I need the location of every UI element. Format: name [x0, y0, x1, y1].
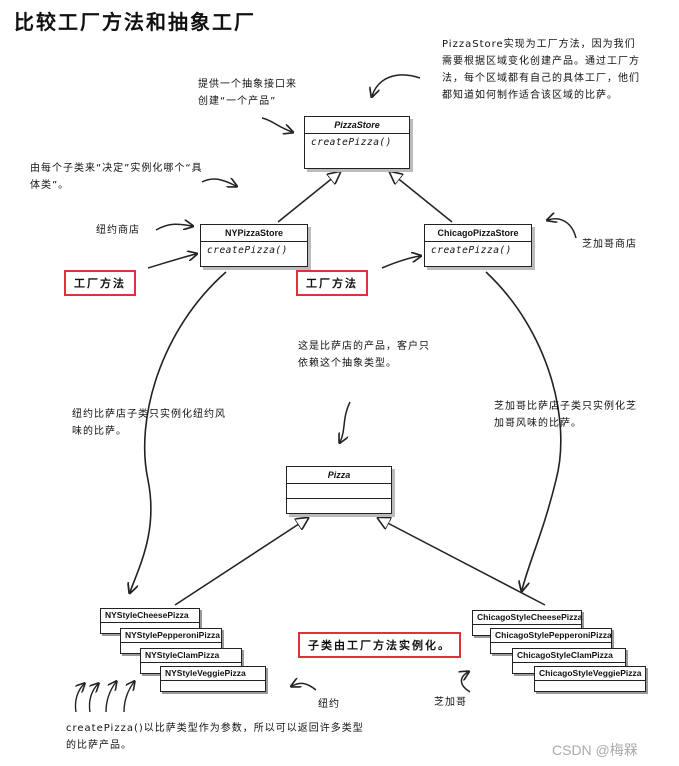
note-ny-label: 纽约	[318, 699, 340, 710]
factory-method-label-left: 工厂方法	[64, 270, 136, 296]
class-name: PizzaStore	[305, 117, 409, 134]
factory-method-label-center: 工厂方法	[296, 270, 368, 296]
pizza-store-class: PizzaStore createPizza()	[304, 116, 410, 169]
arrow-top-left-note	[261, 117, 292, 132]
chicago-pizza-store-class: ChicagoPizzaStore createPizza()	[424, 224, 532, 267]
arrow-bottom-3	[105, 682, 116, 713]
arrow-ny-label	[292, 683, 317, 691]
curve-ny	[130, 271, 227, 592]
note-ny-instantiate: 纽约比萨店子类只实例化纽约风味的比萨。	[72, 409, 226, 437]
ny-pizza-class: NYStyleVeggiePizza	[160, 666, 266, 692]
class-name: NYPizzaStore	[201, 225, 307, 242]
watermark: CSDN @梅槑	[552, 742, 638, 758]
note-chicago-label: 芝加哥	[434, 697, 467, 708]
arrow-bottom-2	[88, 684, 98, 713]
class-name: NYStylePepperoniPizza	[121, 629, 221, 643]
class-method: createPizza()	[311, 137, 392, 148]
inherit-ny-pizzas	[174, 518, 308, 606]
class-name: ChicagoPizzaStore	[425, 225, 531, 242]
class-name: ChicagoStyleCheesePizza	[473, 611, 582, 625]
note-chicago-instantiate: 芝加哥比萨店子类只实例化芝加哥风味的比萨。	[494, 401, 637, 429]
class-name: Pizza	[287, 467, 391, 484]
class-attributes	[287, 484, 391, 498]
page-title: 比较工厂方法和抽象工厂	[14, 10, 256, 34]
note-create-pizza-param: createPizza()以比萨类型作为参数，所以可以返回许多类型的比萨产品。	[66, 723, 364, 751]
arrow-top-right-note	[372, 74, 421, 96]
chicago-pizza-class: ChicagoStyleVeggiePizza	[534, 666, 646, 692]
ny-pizza-store-class: NYPizzaStore createPizza()	[200, 224, 308, 267]
note-chicago-store: 芝加哥商店	[582, 239, 637, 250]
note-ny-store: 纽约商店	[96, 225, 140, 236]
subclass-instantiate-label: 子类由工厂方法实例化。	[298, 632, 461, 658]
class-method: createPizza()	[207, 245, 288, 256]
arrow-chicago-label	[461, 672, 470, 693]
note-abstract-interface: 提供一个抽象接口来创建“一个产品”	[198, 79, 297, 107]
arrow-bottom-1	[74, 684, 84, 713]
arrow-decide	[201, 179, 236, 186]
arrow-ny-store	[155, 224, 192, 231]
class-name: ChicagoStylePepperoniPizza	[491, 629, 612, 643]
inherit-chicago-store	[390, 172, 453, 223]
class-name: NYStyleCheesePizza	[101, 609, 199, 623]
pizza-class: Pizza	[286, 466, 392, 514]
class-methods	[287, 498, 391, 513]
arrow-product	[340, 401, 351, 442]
class-name: ChicagoStyleClamPizza	[513, 649, 625, 663]
arrow-bottom-4	[123, 682, 134, 713]
curve-chicago	[485, 271, 562, 590]
note-product: 这是比萨店的产品，客户只依赖这个抽象类型。	[298, 341, 430, 369]
note-subclass-decide: 由每个子类来“决定”实例化哪个“具体类”。	[30, 163, 203, 191]
class-method: createPizza()	[431, 245, 512, 256]
inherit-chicago-pizzas	[378, 518, 546, 606]
inherit-ny-store	[277, 172, 340, 223]
arrow-chicago-store	[548, 219, 577, 239]
arrow-center-factory	[381, 256, 420, 269]
arrow-left-factory	[147, 254, 196, 269]
class-name: NYStyleClamPizza	[141, 649, 241, 663]
class-name: NYStyleVeggiePizza	[161, 667, 265, 681]
note-pizzastore-factory: PizzaStore实现为工厂方法，因为我们需要根据区域变化创建产品。通过工厂方…	[442, 39, 640, 101]
class-name: ChicagoStyleVeggiePizza	[535, 667, 645, 681]
